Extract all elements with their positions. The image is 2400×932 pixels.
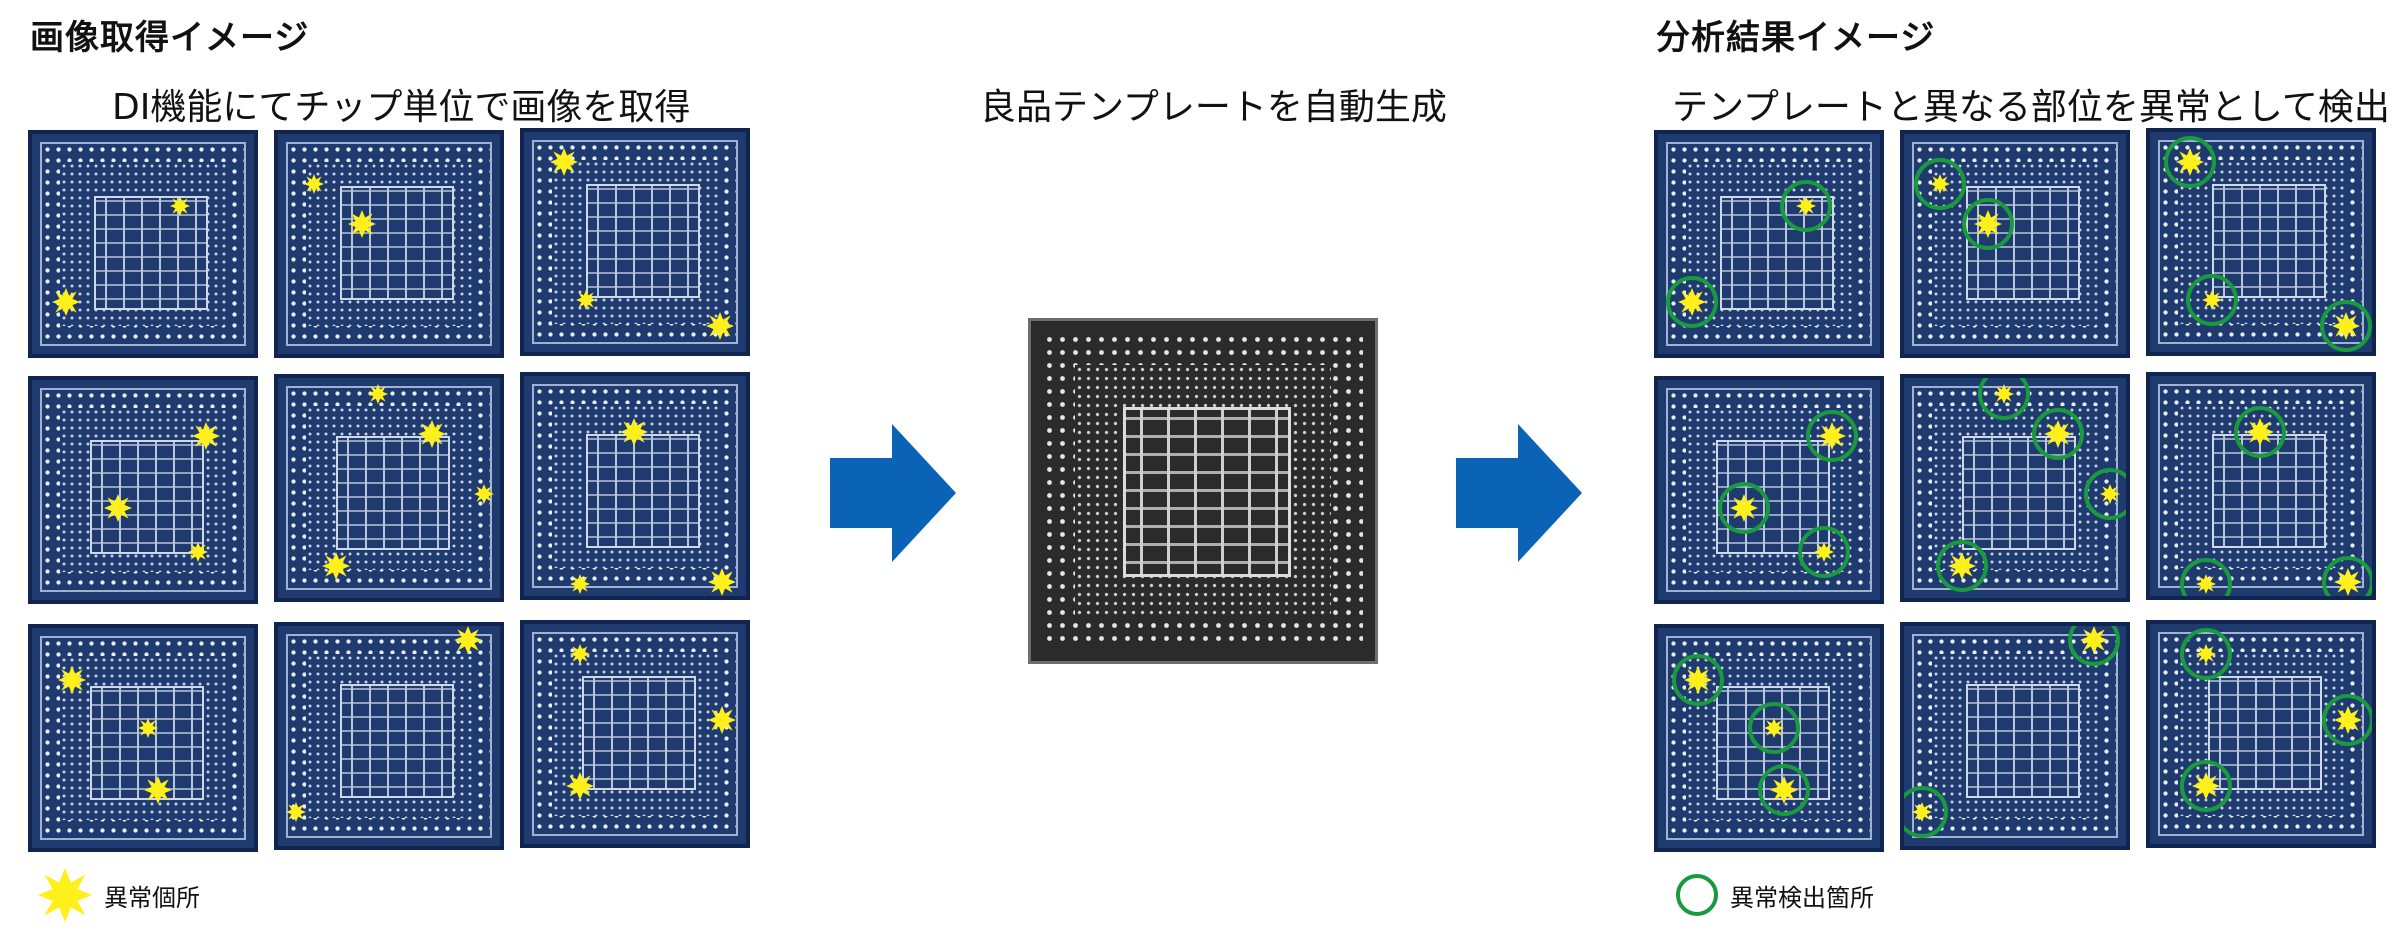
right-caption: テンプレートと異なる部位を異常として検出 <box>1672 87 2390 128</box>
chip-image <box>1900 622 2130 850</box>
star-icon <box>322 552 350 580</box>
star-icon <box>348 210 376 238</box>
star-icon <box>368 384 388 404</box>
circle-icon <box>1672 654 1724 706</box>
circle-icon <box>1666 276 1718 328</box>
star-icon <box>566 772 594 800</box>
circle-icon <box>1676 874 1718 916</box>
circle-icon <box>1758 764 1810 816</box>
acquired-images-grid <box>28 128 758 860</box>
circle-icon <box>2322 694 2372 746</box>
star-icon <box>58 666 86 694</box>
arrow-right-icon <box>1456 424 1582 562</box>
circle-icon <box>2322 556 2372 596</box>
defect-legend-label: 異常個所 <box>104 883 200 912</box>
chip-image <box>1900 374 2130 602</box>
circle-icon <box>2234 406 2286 458</box>
circle-icon <box>1780 180 1832 232</box>
circle-icon <box>2186 274 2238 326</box>
star-icon <box>550 148 578 176</box>
circle-icon <box>2084 468 2126 520</box>
circle-icon <box>1936 540 1988 592</box>
chip-image <box>1900 130 2130 358</box>
star-icon <box>170 196 190 216</box>
circle-icon <box>1914 158 1966 210</box>
detection-legend-label: 異常検出箇所 <box>1730 883 1874 912</box>
chip-image <box>28 624 258 852</box>
star-icon <box>138 718 158 738</box>
chip-image <box>274 130 504 358</box>
chip-image <box>2146 620 2376 848</box>
star-icon <box>188 542 208 562</box>
left-section-title: 画像取得イメージ <box>30 18 310 58</box>
chip-image <box>1654 624 1884 852</box>
circle-icon <box>2032 408 2084 460</box>
circle-icon <box>2068 626 2120 666</box>
star-icon <box>454 626 482 654</box>
circle-icon <box>2320 300 2372 352</box>
star-icon <box>570 644 590 664</box>
star-icon <box>576 290 596 310</box>
star-icon <box>192 422 220 450</box>
star-icon <box>304 174 324 194</box>
star-icon <box>286 802 306 822</box>
analysis-results-grid <box>1654 128 2384 860</box>
star-icon <box>708 568 736 596</box>
circle-icon <box>2180 628 2232 680</box>
good-template-image <box>1028 318 1378 664</box>
defect-legend: 異常個所 <box>38 868 200 922</box>
circle-icon <box>2164 136 2216 188</box>
circle-icon <box>1798 526 1850 578</box>
chip-image <box>28 130 258 358</box>
circle-icon <box>1748 702 1800 754</box>
star-icon <box>474 484 494 504</box>
chip-image <box>1654 130 1884 358</box>
star-icon <box>620 418 648 446</box>
circle-icon <box>1904 786 1948 838</box>
star-icon <box>418 420 446 448</box>
arrow-right-icon <box>830 424 956 562</box>
circle-icon <box>2180 558 2232 596</box>
star-icon <box>706 312 734 340</box>
chip-image <box>2146 128 2376 356</box>
chip-image <box>520 372 750 600</box>
right-section-title: 分析結果イメージ <box>1656 18 1936 58</box>
circle-icon <box>1962 198 2014 250</box>
chip-image <box>1654 376 1884 604</box>
chip-image <box>274 622 504 850</box>
chip-image <box>274 374 504 602</box>
chip-image <box>28 376 258 604</box>
chip-image <box>520 620 750 848</box>
chip-image <box>520 128 750 356</box>
detection-legend: 異常検出箇所 <box>1676 874 1874 916</box>
star-icon <box>104 494 132 522</box>
circle-icon <box>1718 482 1770 534</box>
star-icon <box>38 868 92 922</box>
circle-icon <box>2180 760 2232 812</box>
star-icon <box>570 574 590 594</box>
circle-icon <box>1978 378 2030 420</box>
star-icon <box>144 776 172 804</box>
chip-image <box>2146 372 2376 600</box>
left-caption: DI機能にてチップ単位で画像を取得 <box>112 87 691 128</box>
circle-icon <box>1806 410 1858 462</box>
star-icon <box>708 706 736 734</box>
star-icon <box>52 288 80 316</box>
center-caption: 良品テンプレートを自動生成 <box>980 87 1447 128</box>
